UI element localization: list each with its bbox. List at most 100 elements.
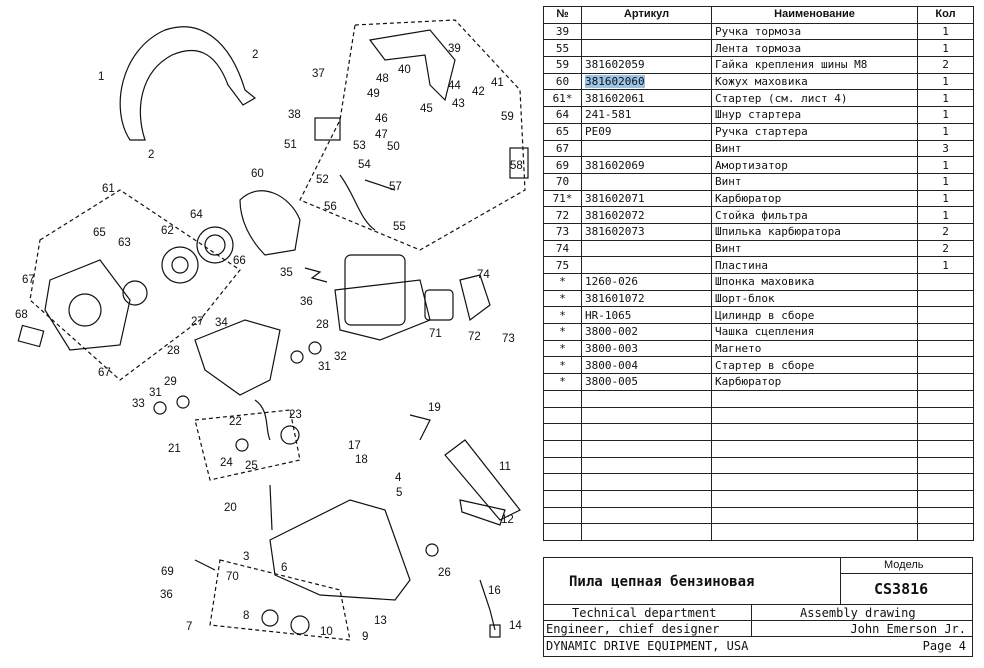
empty-cell	[543, 439, 582, 458]
callout-number: 48	[376, 73, 389, 85]
cell-article: 381602060	[581, 72, 712, 91]
callout-number: 20	[224, 502, 237, 514]
cell-qty	[917, 339, 974, 358]
callout-number: 66	[233, 255, 246, 267]
empty-cell	[917, 406, 974, 425]
cell-name: Ручка тормоза	[711, 22, 918, 41]
cell-name: Пластина	[711, 256, 918, 274]
callout-number: 73	[502, 333, 515, 345]
cell-num: 65	[543, 122, 582, 141]
cell-article	[581, 256, 712, 274]
callout-number: 36	[160, 589, 173, 601]
cell-article: 1260-026	[581, 273, 712, 291]
callout-number: 19	[428, 402, 441, 414]
callout-number: 52	[316, 174, 329, 186]
cell-qty	[917, 289, 974, 308]
model-number: CS3816	[874, 580, 929, 598]
col-header-qty: Кол	[917, 6, 974, 24]
callout-number: 74	[477, 269, 490, 281]
callout-number: 47	[375, 129, 388, 141]
callout-number: 54	[358, 159, 371, 171]
cell-qty: 1	[917, 256, 974, 274]
callout-number: 57	[389, 181, 402, 193]
cell-qty	[917, 356, 974, 375]
cell-num: *	[543, 373, 582, 391]
cell-qty: 2	[917, 56, 974, 74]
empty-cell	[581, 423, 712, 441]
callout-number: 34	[215, 317, 228, 329]
cell-article: PE09	[581, 122, 712, 141]
cell-qty	[917, 273, 974, 291]
cell-qty	[917, 373, 974, 391]
cell-num: *	[543, 306, 582, 325]
selected-text[interactable]: 381602060	[585, 75, 645, 89]
empty-cell	[581, 456, 712, 475]
cell-num: *	[543, 339, 582, 358]
callout-number: 11	[499, 461, 511, 473]
cell-name: Чашка сцепления	[711, 323, 918, 341]
callout-number: 28	[167, 345, 180, 357]
engineer-name: John Emerson Jr.	[850, 622, 966, 636]
callout-number: 35	[280, 267, 293, 279]
cell-article: 381602072	[581, 206, 712, 224]
cell-name: Лента тормоза	[711, 39, 918, 58]
cell-article: 381602071	[581, 189, 712, 208]
cell-num: 70	[543, 172, 582, 191]
cell-name: Амортизатор	[711, 156, 918, 174]
cell-name: Магнето	[711, 339, 918, 358]
cell-article: 3800-005	[581, 373, 712, 391]
callout-number: 18	[355, 454, 368, 466]
cell-num: *	[543, 323, 582, 341]
cell-name: Ручка стартера	[711, 122, 918, 141]
cell-num: *	[543, 289, 582, 308]
empty-table-row	[543, 406, 974, 425]
cell-article: 381601072	[581, 289, 712, 308]
cell-num: 64	[543, 106, 582, 124]
cell-name: Стартер (см. лист 4)	[711, 89, 918, 108]
cell-name: Шпилька карбюратора	[711, 222, 918, 241]
cell-article: 381602073	[581, 222, 712, 241]
callout-number: 12	[501, 514, 514, 526]
callout-number: 51	[284, 139, 297, 151]
callout-number: 71	[429, 328, 442, 340]
callout-number: 14	[509, 620, 522, 632]
empty-table-row	[543, 473, 974, 491]
empty-cell	[581, 439, 712, 458]
callout-number: 31	[318, 361, 331, 373]
empty-cell	[543, 506, 582, 525]
callout-number: 64	[190, 209, 203, 221]
empty-cell	[543, 423, 582, 441]
cell-qty: 1	[917, 206, 974, 224]
callout-number: 31	[149, 387, 162, 399]
col-header-article: Артикул	[581, 6, 712, 24]
cell-name: Карбюратор	[711, 373, 918, 391]
callout-number: 41	[491, 77, 504, 89]
cell-num: 67	[543, 139, 582, 158]
callout-number: 8	[243, 610, 249, 622]
department: Technical department	[572, 606, 717, 620]
